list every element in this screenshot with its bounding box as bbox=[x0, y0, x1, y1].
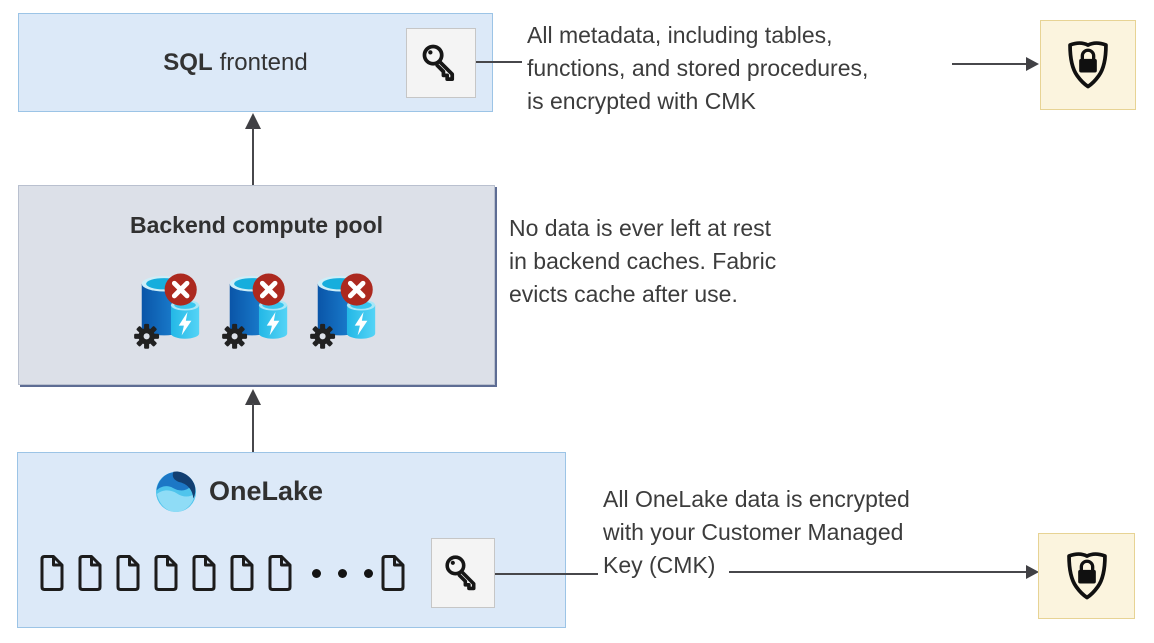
annotation-backend-cache: No data is ever left at rest in backend … bbox=[509, 215, 777, 307]
cmk-shield-box-top bbox=[1040, 20, 1136, 110]
document-icon bbox=[78, 555, 102, 591]
cmk-shield-box-bottom bbox=[1038, 533, 1135, 619]
data-files-row bbox=[38, 554, 417, 592]
onelake-box: OneLake bbox=[17, 452, 566, 628]
key-icon bbox=[422, 44, 455, 81]
document-icon bbox=[268, 555, 292, 591]
onelake-title: OneLake bbox=[209, 475, 324, 506]
backend-pool-title: Backend compute pool bbox=[129, 212, 384, 238]
backend-compute-pool-box: Backend compute pool bbox=[18, 185, 495, 385]
cache-cylinder-icon bbox=[170, 299, 199, 339]
arrowhead-onelake-to-backend bbox=[245, 389, 261, 405]
arrowhead-onelake bbox=[1026, 565, 1039, 579]
sql-label-rest: frontend bbox=[219, 48, 308, 76]
document-icon bbox=[154, 555, 178, 591]
lightning-icon bbox=[178, 311, 191, 336]
compute-node-icon bbox=[133, 273, 199, 349]
ellipsis-dots bbox=[312, 568, 373, 578]
onelake-header: OneLake bbox=[152, 467, 323, 515]
connector-sql-key bbox=[476, 61, 522, 63]
sql-label-bold: SQL bbox=[163, 48, 213, 76]
shield-lock-icon bbox=[1068, 41, 1108, 89]
arrowhead-backend-to-sql bbox=[245, 113, 261, 129]
key-chip-sql bbox=[406, 28, 476, 98]
no-cache-badge-icon bbox=[164, 273, 197, 306]
connector-onelake-to-backend bbox=[252, 403, 254, 452]
document-icon bbox=[116, 555, 140, 591]
document-icon bbox=[40, 555, 64, 591]
dot bbox=[364, 568, 373, 578]
key-chip-onelake bbox=[431, 538, 495, 608]
document-icon bbox=[381, 555, 405, 591]
compute-node-icon bbox=[309, 273, 375, 349]
connector-onelake-key bbox=[495, 573, 598, 575]
compute-node-icon bbox=[221, 273, 287, 349]
arrowhead-metadata bbox=[1026, 57, 1039, 71]
connector-backend-to-sql bbox=[252, 127, 254, 185]
annotation-onelake-cmk: All OneLake data is encrypted with your … bbox=[603, 486, 910, 578]
gear-icon bbox=[133, 323, 159, 349]
compute-node-row bbox=[19, 270, 494, 352]
dot bbox=[338, 568, 347, 578]
arrow-line-onelake bbox=[729, 571, 1027, 573]
key-icon bbox=[445, 555, 476, 591]
document-icon bbox=[192, 555, 216, 591]
dot bbox=[312, 568, 321, 578]
arrow-line-metadata bbox=[952, 63, 1028, 65]
document-icon bbox=[230, 555, 254, 591]
annotation-metadata: All metadata, including tables, function… bbox=[527, 22, 869, 114]
onelake-logo bbox=[156, 471, 196, 512]
shield-lock-icon bbox=[1066, 552, 1107, 600]
